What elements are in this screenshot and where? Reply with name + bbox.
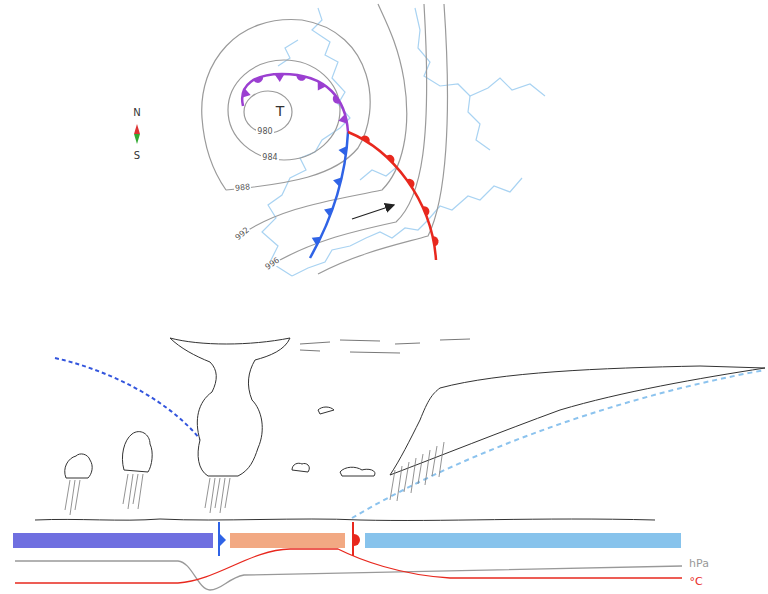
- rain-streak: [138, 474, 143, 509]
- front-symbol: [433, 236, 439, 246]
- isobar-value: 984: [261, 154, 278, 162]
- front-symbol: [360, 136, 369, 144]
- rain-streak: [411, 458, 416, 493]
- rain-streak: [418, 454, 423, 484]
- low-pressure-symbol: T: [276, 104, 285, 118]
- front-symbol: [333, 177, 342, 187]
- rain-streak: [220, 478, 225, 513]
- front-symbol: [324, 208, 333, 217]
- rain-streak: [404, 462, 409, 492]
- coastline: [262, 8, 545, 276]
- front-symbol: [338, 146, 347, 156]
- rain-streak: [70, 480, 75, 515]
- rain-streak: [425, 450, 430, 485]
- compass-needle: [134, 124, 140, 144]
- warm-air-bar: [230, 533, 345, 548]
- temperature-curve: [15, 549, 682, 583]
- rain-streak: [432, 446, 437, 476]
- isobar-value: 992: [234, 225, 252, 242]
- rain-streak: [225, 478, 230, 508]
- pressure-curve: [15, 561, 682, 590]
- front-symbol: [333, 95, 341, 104]
- rain-streak: [205, 478, 210, 508]
- front-symbol: [386, 155, 395, 163]
- cold-front-mark: [220, 534, 226, 546]
- front-symbol: [338, 114, 347, 124]
- rain-streak: [439, 442, 444, 477]
- isobar: [202, 4, 448, 274]
- cold-front-mark: [218, 522, 220, 556]
- isobar-value: 980: [256, 128, 273, 136]
- clouds: [65, 338, 765, 478]
- front-symbol: [242, 88, 251, 98]
- precipitation: [65, 442, 444, 515]
- front-symbol: [296, 75, 306, 81]
- rain-streak: [210, 478, 215, 513]
- cirrus: [300, 339, 470, 353]
- warm-front-mark: [354, 534, 360, 546]
- occluded-front: [242, 74, 348, 132]
- cold-front: [310, 132, 348, 258]
- compass-south: S: [134, 151, 140, 161]
- rain-streak: [390, 470, 395, 500]
- cool-air-bar: [365, 533, 681, 548]
- axis-unit: hPa: [689, 558, 709, 569]
- compass-north: N: [133, 108, 140, 118]
- front-symbol: [423, 206, 430, 216]
- rain-streak: [75, 480, 80, 510]
- rain-streak: [215, 478, 220, 508]
- motion-arrow: [352, 205, 394, 219]
- isobar-value: 996: [264, 256, 283, 272]
- rain-streak: [128, 474, 133, 509]
- front-symbols: [242, 74, 439, 246]
- rain-streak: [65, 480, 70, 510]
- warm-front-mark: [352, 522, 354, 556]
- ground-line: [35, 519, 655, 520]
- isobar-value: 988: [234, 183, 252, 192]
- front-symbol: [318, 81, 327, 90]
- cold-air-bar: [13, 533, 213, 548]
- front-symbol: [407, 179, 415, 188]
- warm-front: [348, 132, 436, 260]
- rain-streak: [397, 466, 402, 501]
- front-symbol: [275, 74, 285, 82]
- rain-streak: [123, 474, 128, 504]
- front-symbol: [253, 76, 263, 83]
- front-symbol: [312, 237, 321, 246]
- rain-streak: [133, 474, 138, 504]
- axis-unit: °C: [689, 576, 702, 587]
